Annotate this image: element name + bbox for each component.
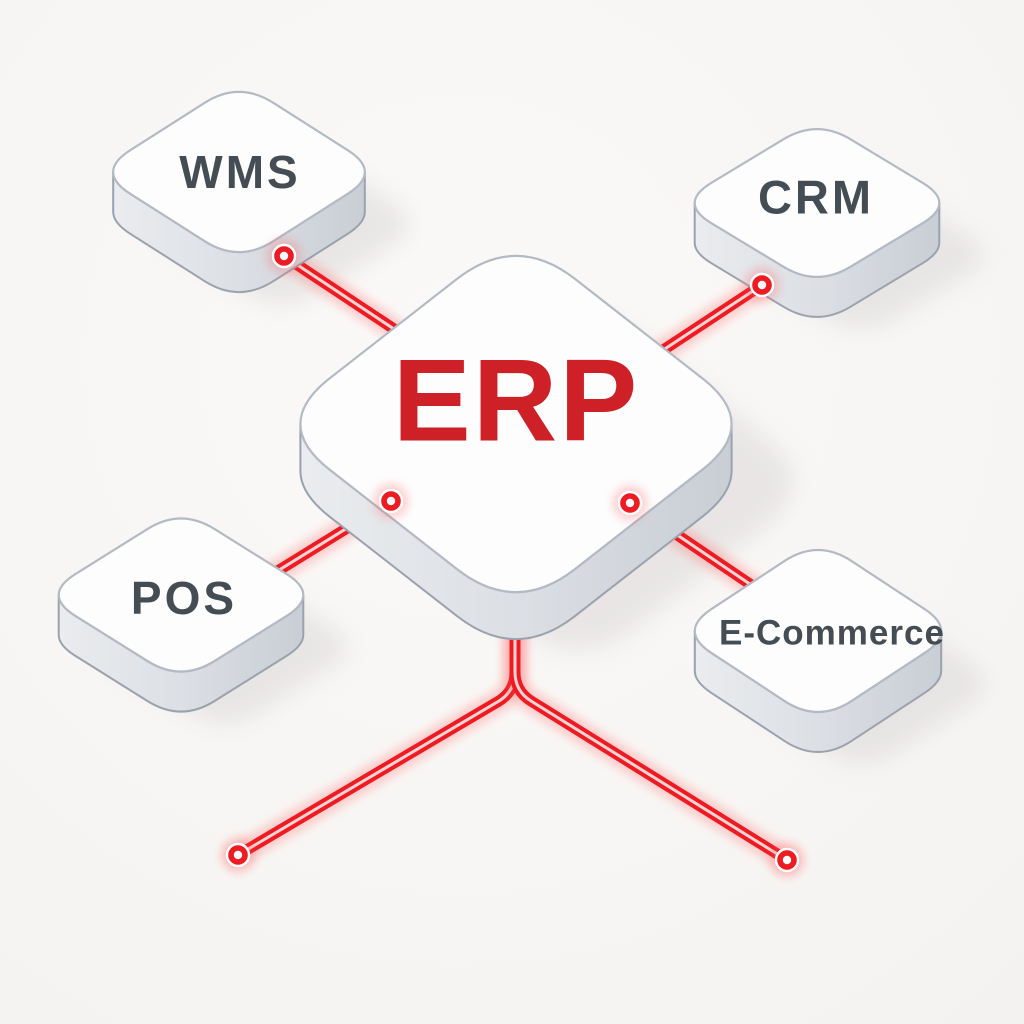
node-wms <box>112 90 366 293</box>
endpoint-ring-south-left-end <box>221 838 255 872</box>
endpoint-hole <box>233 850 243 860</box>
node-label-pos: POS <box>131 572 237 624</box>
label-layer: ERP WMS CRM POS E-Commerce <box>131 146 945 653</box>
endpoint-ring-crm-port <box>745 268 779 302</box>
node-face-ecommerce <box>693 549 943 713</box>
endpoint-hole <box>386 496 396 506</box>
node-face-wms <box>112 90 366 254</box>
node-label-ecommerce: E-Commerce <box>719 614 945 653</box>
endpoint-ring-erp-left-port <box>374 484 408 518</box>
endpoint-ring-south-right-end <box>770 843 804 877</box>
node-pos <box>57 517 305 713</box>
endpoint-ring-erp-right-port <box>613 486 647 520</box>
connector-core-erp-south-right <box>513 558 789 862</box>
endpoint-layer <box>221 239 804 877</box>
endpoint-hole <box>625 498 635 508</box>
node-layer <box>57 90 943 753</box>
connector-core-wms-to-erp <box>282 254 414 343</box>
endpoint-hole <box>757 280 767 290</box>
node-label-crm: CRM <box>758 171 874 224</box>
endpoint-hole <box>279 251 289 261</box>
node-face-crm <box>693 128 941 278</box>
node-label-erp: ERP <box>393 335 640 466</box>
endpoint-hole <box>782 855 792 865</box>
endpoint-ring-wms-port <box>267 239 301 273</box>
node-label-wms: WMS <box>179 146 300 198</box>
node-ecommerce <box>693 549 943 753</box>
node-face-pos <box>57 517 305 673</box>
